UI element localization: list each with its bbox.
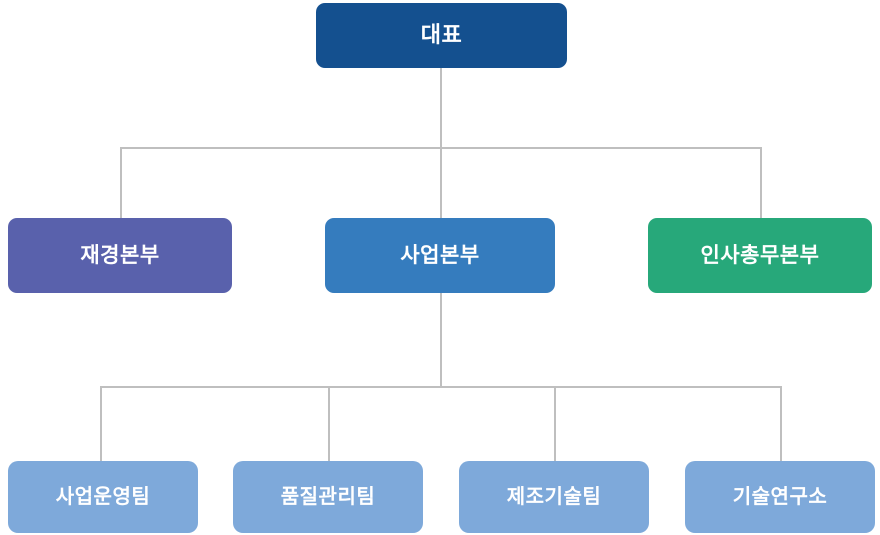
connector-drop-team-rnd <box>780 386 782 461</box>
node-team-operations[interactable]: 사업운영팀 <box>8 461 198 533</box>
node-team-research[interactable]: 기술연구소 <box>685 461 875 533</box>
connector-drop-team-quality <box>328 386 330 461</box>
node-team-manufacturing[interactable]: 제조기술팀 <box>459 461 649 533</box>
connector-business-stem <box>440 293 442 386</box>
node-team-quality[interactable]: 품질관리팀 <box>233 461 423 533</box>
connector-ceo-stem <box>440 68 442 149</box>
node-ceo[interactable]: 대표 <box>316 3 567 68</box>
node-division-finance[interactable]: 재경본부 <box>8 218 232 293</box>
connector-drop-business <box>440 147 442 218</box>
connector-drop-team-mfg <box>554 386 556 461</box>
connector-drop-finance <box>120 147 122 218</box>
node-division-hr[interactable]: 인사총무본부 <box>648 218 872 293</box>
node-division-business[interactable]: 사업본부 <box>325 218 555 293</box>
connector-drop-hr <box>760 147 762 218</box>
connector-team-bus <box>100 386 781 388</box>
connector-drop-team-ops <box>100 386 102 461</box>
